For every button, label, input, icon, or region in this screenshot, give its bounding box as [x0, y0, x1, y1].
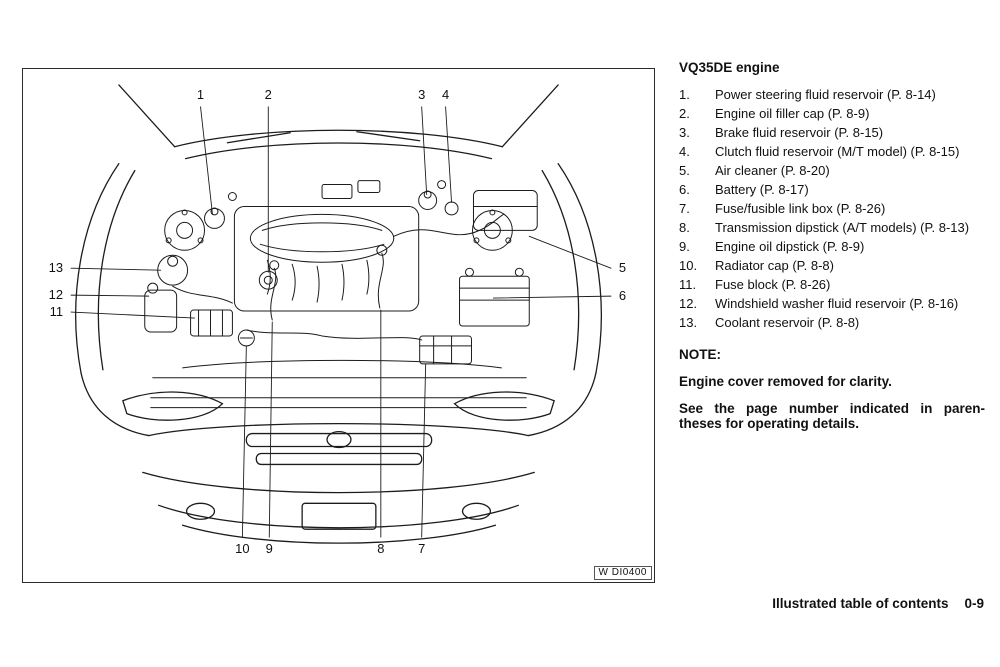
legend-item-2: 2. Engine oil filler cap (P. 8-9) — [679, 104, 985, 123]
callout-11: 11 — [50, 304, 63, 319]
legend-item-number: 9. — [679, 239, 690, 254]
legend-item-text: Clutch fluid reservoir (M/T model) (P. 8… — [715, 144, 960, 159]
car-body-line-art — [75, 84, 602, 544]
legend-item-6: 6. Battery (P. 8-17) — [679, 180, 985, 199]
legend-panel: VQ35DE engine 1. Power steering fluid res… — [679, 60, 985, 431]
legend-item-text: Windshield washer fluid reservoir (P. 8-… — [715, 296, 959, 311]
legend-item-text: Power steering fluid reservoir (P. 8-14) — [715, 87, 936, 102]
callout-5: 5 — [619, 260, 626, 275]
legend-item-4: 4. Clutch fluid reservoir (M/T model) (P.… — [679, 142, 985, 161]
page-footer: Illustrated table of contents 0-9 — [772, 596, 984, 611]
legend-item-text: Battery (P. 8-17) — [715, 182, 809, 197]
callout-9: 9 — [266, 541, 273, 556]
legend-item-number: 1. — [679, 87, 690, 102]
legend-item-number: 5. — [679, 163, 690, 178]
legend-item-number: 8. — [679, 220, 690, 235]
legend-item-number: 6. — [679, 182, 690, 197]
legend-item-number: 10. — [679, 258, 698, 273]
legend-item-number: 7. — [679, 201, 690, 216]
callout-13: 13 — [49, 260, 63, 275]
legend-item-number: 4. — [679, 144, 690, 159]
note-heading: NOTE: — [679, 347, 721, 362]
callout-2: 2 — [265, 87, 272, 102]
callout-4: 4 — [442, 87, 449, 102]
note-body-line-2: theses for operating details. — [679, 416, 860, 431]
legend-title: VQ35DE engine — [679, 60, 780, 75]
engine-diagram-svg: 1 2 3 4 5 6 13 12 11 10 9 8 7 — [49, 84, 626, 556]
legend-item-text: Fuse/fusible link box (P. 8-26) — [715, 201, 886, 216]
legend-item-number: 13. — [679, 315, 698, 330]
engine-diagram-panel: 1 2 3 4 5 6 13 12 11 10 9 8 7 W DI0400 — [22, 68, 655, 583]
footer-section-title: Illustrated table of contents — [772, 596, 949, 611]
legend-item-13: 13. Coolant reservoir (P. 8-8) — [679, 313, 985, 332]
callout-6: 6 — [619, 288, 626, 303]
legend-item-number: 11. — [679, 277, 697, 292]
legend-item-7: 7. Fuse/fusible link box (P. 8-26) — [679, 199, 985, 218]
callout-7: 7 — [418, 541, 425, 556]
note-body-line-1: See the page number indicated in paren- — [679, 401, 985, 416]
callout-numbers: 1 2 3 4 5 6 13 12 11 10 9 8 7 — [49, 87, 626, 556]
footer-page-number: 0-9 — [964, 596, 984, 611]
note-line-clarity: Engine cover removed for clarity. — [679, 374, 892, 389]
engine-bay-line-art — [144, 180, 538, 409]
legend-item-text: Air cleaner (P. 8-20) — [715, 163, 830, 178]
legend-item-text: Coolant reservoir (P. 8-8) — [715, 315, 860, 330]
legend-item-text: Radiator cap (P. 8-8) — [715, 258, 834, 273]
legend-item-text: Fuse block (P. 8-26) — [715, 277, 831, 292]
legend-item-3: 3. Brake fluid reservoir (P. 8-15) — [679, 123, 985, 142]
legend-item-8: 8. Transmission dipstick (A/T models) (P.… — [679, 218, 985, 237]
callout-10: 10 — [235, 541, 249, 556]
legend-item-1: 1. Power steering fluid reservoir (P. 8-1… — [679, 85, 985, 104]
callout-leader-lines — [70, 106, 612, 538]
legend-item-12: 12. Windshield washer fluid reservoir (P.… — [679, 294, 985, 313]
legend-item-text: Engine oil dipstick (P. 8-9) — [715, 239, 865, 254]
legend-item-text: Transmission dipstick (A/T models) (P. 8… — [715, 220, 970, 235]
legend-item-11: 11. Fuse block (P. 8-26) — [679, 275, 985, 294]
callout-3: 3 — [418, 87, 425, 102]
figure-code-label: W DI0400 — [593, 566, 652, 580]
callout-1: 1 — [197, 87, 204, 102]
legend-item-10: 10. Radiator cap (P. 8-8) — [679, 256, 985, 275]
legend-item-text: Brake fluid reservoir (P. 8-15) — [715, 125, 884, 140]
legend-item-5: 5. Air cleaner (P. 8-20) — [679, 161, 985, 180]
legend-item-number: 3. — [679, 125, 690, 140]
legend-item-text: Engine oil filler cap (P. 8-9) — [715, 106, 870, 121]
legend-item-number: 12. — [679, 296, 698, 311]
legend-item-number: 2. — [679, 106, 690, 121]
callout-8: 8 — [377, 541, 384, 556]
legend-list: 1. Power steering fluid reservoir (P. 8-1… — [679, 85, 985, 332]
legend-item-9: 9. Engine oil dipstick (P. 8-9) — [679, 237, 985, 256]
callout-12: 12 — [49, 287, 63, 302]
